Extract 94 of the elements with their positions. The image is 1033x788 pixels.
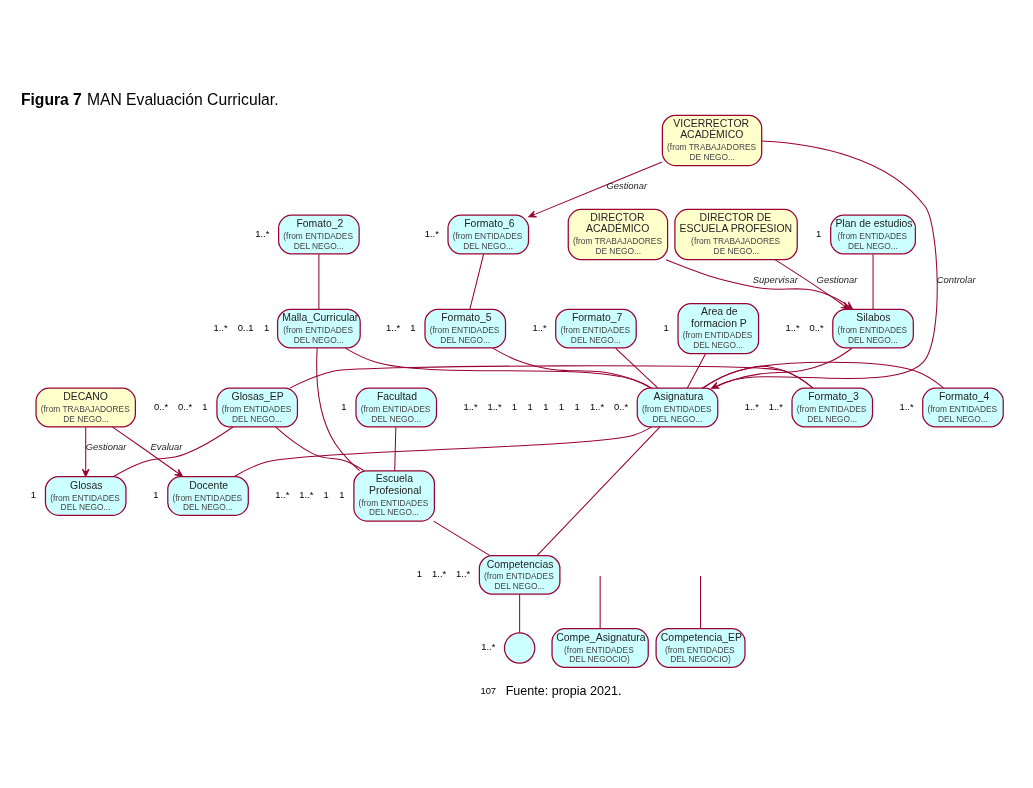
- label: 1..*: [456, 567, 471, 579]
- connector: [233, 426, 653, 477]
- connector: [686, 352, 706, 389]
- node-box: Glosas_EP (from ENTIDADES DEL NEGO...: [216, 387, 299, 428]
- connector: [701, 361, 944, 389]
- label: 1..*: [424, 227, 439, 239]
- label: 1..*: [532, 321, 547, 333]
- label: 107: [480, 684, 497, 696]
- label: 1..*: [785, 321, 800, 333]
- label: 1..*: [213, 321, 228, 333]
- connector: [536, 425, 661, 556]
- connector: [700, 574, 702, 629]
- connector: [872, 253, 874, 309]
- connector: [113, 426, 234, 477]
- edge-label: Evaluar: [150, 440, 183, 452]
- node-box: Formato_6 (from ENTIDADES DEL NEGO...: [447, 214, 530, 254]
- connector: [469, 253, 485, 309]
- node-box: Competencia_EP (from ENTIDADES DEL NEGOCIO): [655, 627, 746, 668]
- label: 1..*: [299, 488, 314, 500]
- node-box: Facultad (from ENTIDADES DEL NEGO...: [355, 387, 438, 428]
- connector: [318, 253, 320, 309]
- node-box: Docente (from ENTIDADES DEL NEGO...: [167, 475, 249, 516]
- label: 0..*: [614, 400, 629, 412]
- label: 1: [30, 488, 37, 500]
- label: 1..*: [275, 488, 290, 500]
- node-box: Escuela Profesional (from ENTIDADES DEL NEGO...: [353, 469, 436, 522]
- label: 0..*: [177, 400, 193, 412]
- label: 1: [527, 400, 533, 412]
- arrow: [111, 425, 183, 477]
- label: 1: [663, 321, 669, 333]
- node-box: Silabos (from ENTIDADES DEL NEGO...: [832, 308, 914, 349]
- node-box: Area de formacion P (from ENTIDADES DEL NEGO...: [677, 302, 760, 354]
- edge-label: Supervisar: [752, 273, 798, 285]
- connector: [344, 347, 653, 389]
- node-box: Malla_Curricular (from ENTIDADES DEL NEGO...: [276, 308, 361, 349]
- label: 1..*: [463, 400, 478, 412]
- label: 1: [202, 400, 208, 412]
- arrow: [81, 426, 90, 477]
- connector: [433, 520, 491, 556]
- arrow: [528, 160, 663, 218]
- label: 1: [341, 400, 347, 412]
- edge-label: Gestionar: [606, 179, 648, 191]
- node-box: DECANO (from TRABAJADORES DE NEGO...: [35, 387, 136, 428]
- connector: [289, 364, 814, 389]
- connector: [492, 347, 652, 389]
- caption: Fuente: propia 2021.: [505, 683, 622, 698]
- connector: [519, 593, 521, 633]
- label: 1: [153, 488, 159, 500]
- label: 1..*: [768, 400, 783, 412]
- label: 1: [574, 400, 580, 412]
- label: 1..*: [487, 400, 502, 412]
- connector: [599, 574, 601, 629]
- node-box: DIRECTOR ACADÉMICO (from TRABAJADORES DE NEGO...: [567, 208, 669, 260]
- label: 0..*: [809, 321, 824, 333]
- label: 1..*: [589, 400, 605, 412]
- node-box: Compe_Asignatura (from ENTIDADES DEL NEGOCIO): [551, 627, 649, 668]
- connector: [316, 347, 361, 471]
- label: 0..1: [237, 321, 254, 333]
- node-box: Competencias (from ENTIDADES DEL NEGO...: [478, 554, 561, 595]
- node-box: Formato_4 (from ENTIDADES DEL NEGO...: [922, 387, 1004, 428]
- node-box: Formato_7 (from ENTIDADES DEL NEGO...: [555, 308, 637, 349]
- label: 1..*: [255, 227, 270, 239]
- label: 1: [416, 567, 422, 579]
- node-box: DIRECTOR DE ESCUELA PROFESION (from TRABAJADORES DE NEGO...: [674, 208, 798, 260]
- label: 1..*: [432, 567, 447, 579]
- connector: [394, 426, 397, 471]
- edge-label: Gestionar: [816, 273, 858, 285]
- node-box: Formato_5 (from ENTIDADES DEL NEGO...: [424, 308, 507, 349]
- label: 1: [323, 488, 329, 500]
- connector: [275, 425, 365, 471]
- label: 1: [511, 400, 518, 412]
- node-box: Plan de estudios (from ENTIDADES DEL NEGO...: [830, 214, 917, 254]
- node-circle: [503, 631, 536, 664]
- diagram-title: Figura 7 MAN Evaluación Curricular.: [20, 90, 279, 108]
- label: 1: [543, 400, 549, 412]
- label: 1: [816, 227, 822, 239]
- label: 1..*: [899, 400, 914, 412]
- label: 1: [339, 488, 345, 500]
- label: 1..*: [744, 400, 759, 412]
- label: 0..*: [153, 400, 169, 412]
- edge-label: Gestionar: [85, 440, 127, 452]
- node-box: Asignatura (from ENTIDADES DEL NEGO...: [636, 387, 719, 428]
- label: 1: [410, 321, 416, 333]
- label: 1..*: [481, 640, 496, 652]
- node-box: Formato_3 (from ENTIDADES DEL NEGO...: [791, 387, 874, 428]
- node-box: Fomato_2 (from ENTIDADES DEL NEGO...: [278, 214, 360, 254]
- node-box: VICERRECTOR ACADÉMICO (from TRABAJADORES DE NEGO...: [661, 114, 763, 166]
- label: 1: [558, 400, 565, 412]
- node-box: Glosas (from ENTIDADES DEL NEGO...: [44, 475, 127, 516]
- label: 1..*: [386, 321, 401, 333]
- connector: [712, 347, 853, 389]
- label: 1: [263, 321, 270, 333]
- connector: [615, 347, 659, 389]
- arrow: [710, 140, 938, 389]
